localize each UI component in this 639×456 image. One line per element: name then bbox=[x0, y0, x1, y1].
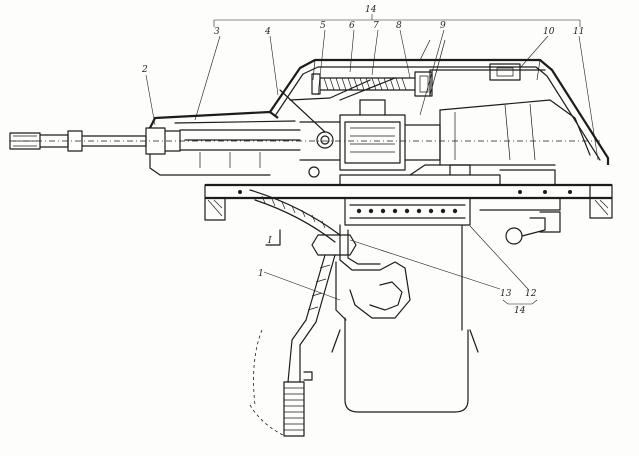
turret-basket bbox=[331, 225, 479, 413]
elevation-handle bbox=[283, 234, 357, 437]
section-mark-I: I bbox=[267, 236, 272, 246]
linkage-rods bbox=[279, 39, 446, 133]
callout-6: 6 bbox=[349, 21, 355, 31]
elevation-arc bbox=[249, 189, 341, 243]
callout-3: 3 bbox=[214, 27, 220, 37]
recoil-spring bbox=[311, 71, 433, 97]
gun-mantlet bbox=[149, 110, 301, 176]
callout-labels: 14 3 4 5 6 7 8 9 10 11 2 1 I 13 12 14 bbox=[141, 5, 584, 316]
bracket-14-top bbox=[213, 14, 581, 27]
bolt-row bbox=[238, 190, 572, 214]
callout-1: 1 bbox=[258, 269, 264, 279]
turret-shell bbox=[269, 58, 610, 166]
callout-12: 12 bbox=[525, 289, 537, 299]
leader-lines bbox=[145, 29, 599, 305]
gunner-mount bbox=[335, 224, 411, 321]
traverse-arc-upper bbox=[253, 329, 263, 406]
callout-5: 5 bbox=[320, 21, 326, 31]
callout-13: 13 bbox=[500, 289, 512, 299]
callout-9: 9 bbox=[440, 21, 446, 31]
traverse-arc bbox=[249, 404, 286, 437]
traverse-handwheel bbox=[505, 211, 561, 245]
callout-4: 4 bbox=[264, 27, 271, 37]
section-marker bbox=[265, 229, 281, 246]
gun-breech bbox=[299, 99, 441, 178]
callout-7: 7 bbox=[373, 21, 379, 31]
callout-2: 2 bbox=[141, 65, 148, 75]
turret-ring bbox=[204, 164, 613, 226]
callout-11: 11 bbox=[573, 27, 584, 37]
callout-8: 8 bbox=[396, 21, 402, 31]
callout-10: 10 bbox=[543, 27, 555, 37]
callout-14-bottom: 14 bbox=[514, 306, 526, 316]
callout-14-top: 14 bbox=[365, 5, 377, 15]
